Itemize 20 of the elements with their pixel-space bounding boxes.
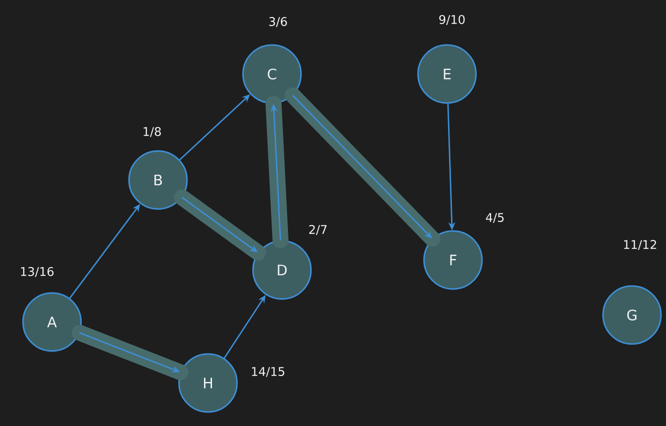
- arrow: [72, 324, 188, 380]
- graph-node: F: [423, 230, 483, 290]
- graph-node: D: [252, 240, 312, 300]
- time-label: 1/8: [144, 127, 161, 138]
- time-label: 14/15: [252, 367, 284, 377]
- graph-node: B: [128, 150, 188, 210]
- graph-node: G: [602, 285, 662, 345]
- graph-node: E: [417, 44, 477, 104]
- time-label: 9/10: [439, 15, 465, 26]
- time-label: 4/5: [486, 213, 504, 223]
- time-label: 2/7: [309, 225, 327, 236]
- time-label: 11/12: [624, 240, 656, 250]
- time-label: 13/16: [21, 267, 54, 278]
- graph-node: H: [178, 353, 238, 413]
- graph-node: C: [242, 44, 302, 104]
- arrow: [284, 87, 440, 247]
- arrow: [174, 189, 266, 261]
- graph-node: A: [22, 292, 82, 352]
- arrow: [266, 96, 288, 248]
- time-label: 3/6: [269, 17, 287, 27]
